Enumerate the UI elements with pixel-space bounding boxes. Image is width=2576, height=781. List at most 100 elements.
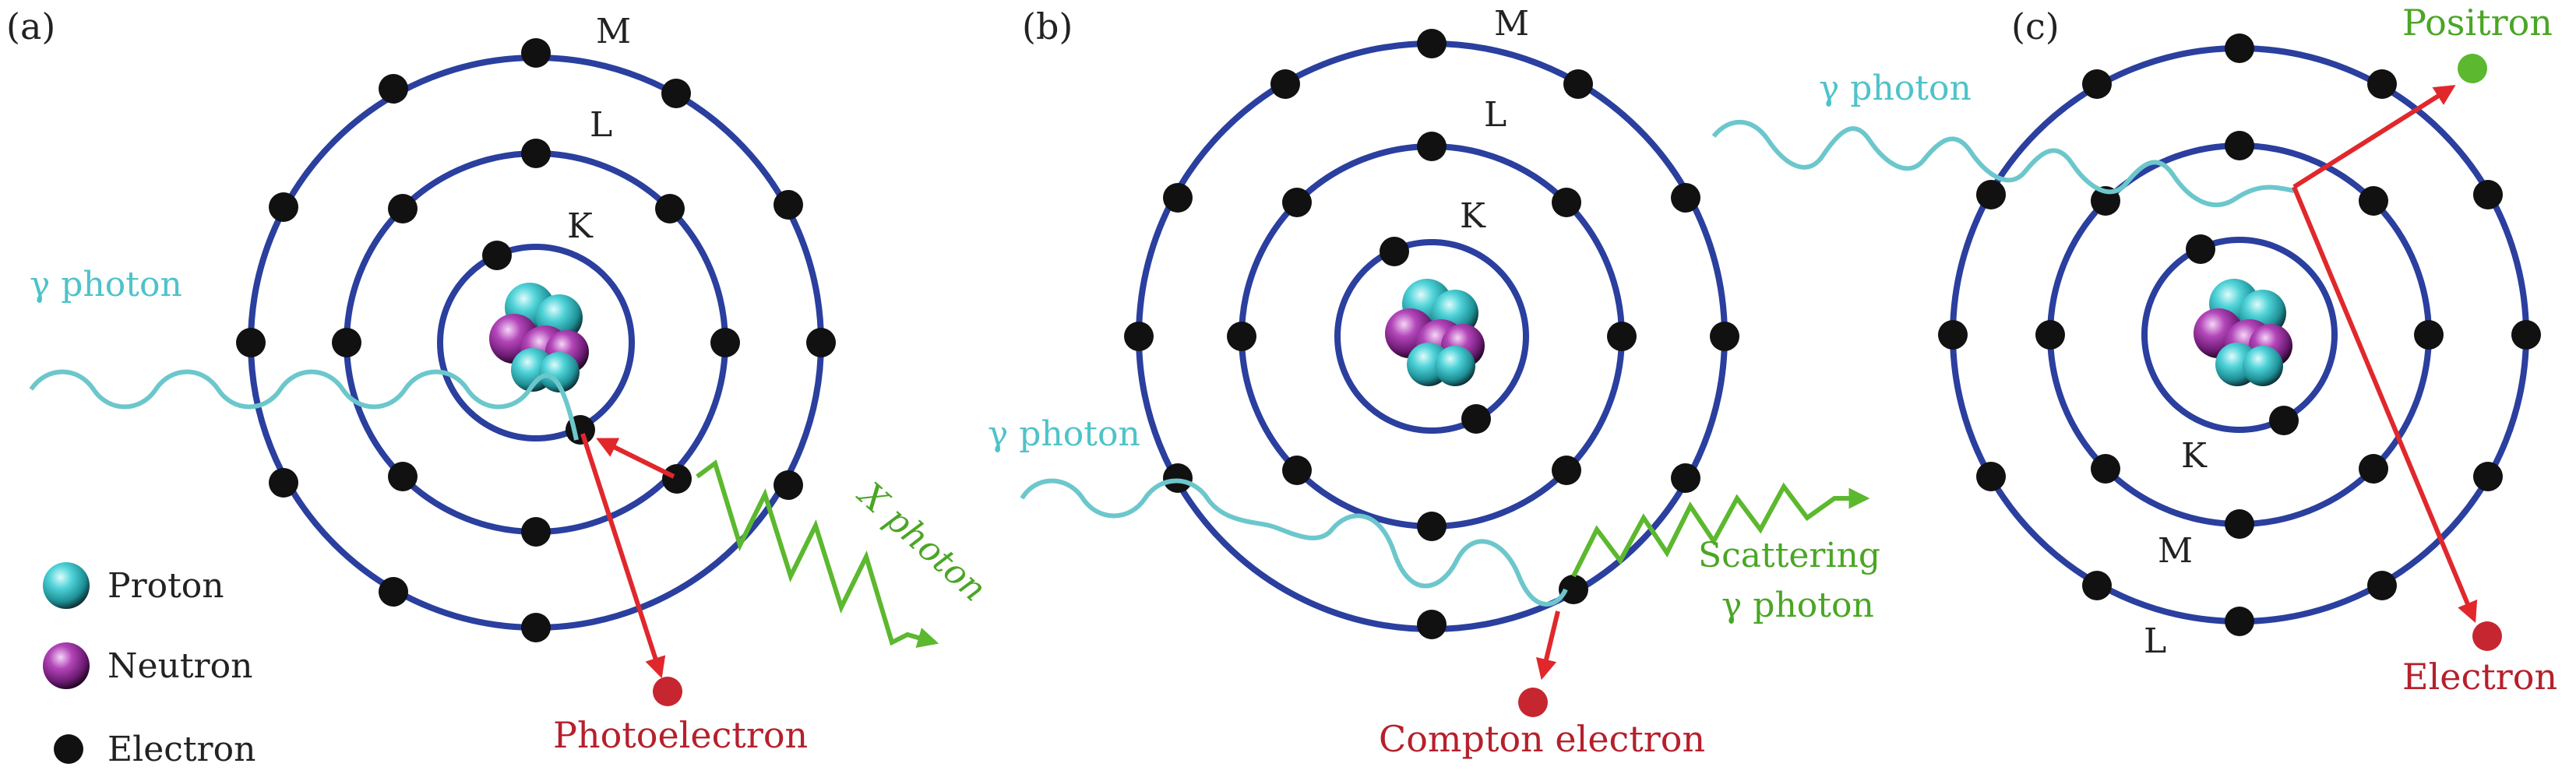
panel-b-scatter-label-2: γ photon (1721, 586, 1874, 625)
electron (1227, 322, 1256, 351)
panel-b-compton-label: Compton electron (1379, 718, 1705, 760)
electron (521, 38, 551, 68)
electron (2186, 234, 2215, 264)
panel-c-positron-arrow (2292, 85, 2456, 189)
panel-c-positron-label: Positron (2402, 2, 2553, 44)
panel-c-electron-particle (2472, 621, 2502, 651)
panel-b-compton-electron (1518, 688, 1548, 717)
electron (2359, 186, 2388, 216)
electron (2225, 33, 2254, 63)
panel-b-gamma-wave (1020, 478, 1568, 607)
panel-b-scatter-wave (1571, 482, 1870, 578)
electron (2035, 320, 2065, 350)
panel-b-scatter-label-1: Scattering (1698, 536, 1880, 575)
panel-b-shell-label-l: L (1484, 95, 1506, 135)
panel-c-electrons (1938, 33, 2541, 636)
panel-c-shell-label-inner: K (2181, 436, 2208, 476)
panel-b-shell-label-m: M (1494, 4, 1529, 44)
electron (806, 328, 836, 357)
panel-a-photoelectron-arrow (580, 433, 666, 679)
electron (269, 192, 298, 222)
electron (521, 613, 551, 642)
panel-a-photoelectron-label: Photoelectron (553, 714, 808, 756)
electron (2082, 69, 2112, 99)
proton-sphere-icon (43, 562, 90, 609)
panel-a: (a) K L M (6, 5, 994, 756)
electron (2082, 571, 2112, 600)
panel-b: (b) K L M (988, 4, 1880, 760)
panel-c-gamma-label: γ photon (1819, 69, 1972, 108)
electron (1282, 188, 1312, 217)
electron (1976, 180, 2006, 209)
panel-a-xray-label: X photon (849, 473, 994, 609)
electron (1163, 463, 1193, 493)
electron (1417, 132, 1447, 161)
panel-b-shell-label-k: K (1460, 196, 1486, 236)
panel-b-orbit-k (1334, 239, 1529, 434)
panel-b-compton-arrow (1535, 610, 1560, 681)
legend-label-electron: Electron (107, 730, 255, 769)
panel-c-orbit-inner (2141, 237, 2338, 433)
panel-a-label: (a) (6, 5, 55, 47)
panel-c-gamma-wave (1711, 119, 2295, 208)
electron (2225, 509, 2254, 539)
legend-label-neutron: Neutron (107, 646, 252, 686)
panel-b-label: (b) (1022, 5, 1073, 47)
electron (388, 462, 418, 491)
electron (379, 577, 408, 607)
panel-a-shell-label-l: L (590, 105, 612, 145)
panel-a-xray-arrow (596, 438, 675, 479)
panel-c-electron-label: Electron (2402, 656, 2557, 698)
panel-a-gamma-label: γ photon (30, 265, 182, 304)
electron (1559, 575, 1588, 604)
panel-a-nucleus (489, 283, 589, 392)
electron (1270, 69, 1300, 99)
panel-b-gamma-label: γ photon (988, 414, 1140, 454)
electron-dot-icon (54, 734, 83, 764)
electron (2367, 69, 2397, 99)
electron (521, 139, 551, 168)
electron (2367, 571, 2397, 600)
electron (2473, 180, 2503, 209)
panel-b-electrons (1124, 29, 1739, 639)
electron (1671, 463, 1700, 493)
electron (2269, 406, 2299, 435)
panel-a-orbit-k (437, 244, 635, 442)
electron (1124, 322, 1154, 351)
panel-a-photoelectron (653, 677, 682, 706)
panel-c-positron (2458, 54, 2487, 83)
electron (269, 468, 298, 498)
panel-c-electron-arrow (2292, 185, 2478, 623)
electron (1163, 183, 1193, 213)
legend-label-proton: Proton (107, 566, 224, 606)
electron (2225, 607, 2254, 636)
electron (1671, 183, 1700, 213)
electron (1282, 456, 1312, 485)
electron (774, 470, 803, 500)
electron (1552, 188, 1581, 217)
electron (774, 190, 803, 220)
panel-a-shell-label-m: M (596, 12, 631, 51)
electron (2414, 320, 2444, 350)
electron (710, 328, 740, 357)
electron (1417, 29, 1447, 58)
electron (2473, 462, 2503, 491)
legend: Proton Neutron Electron (43, 562, 255, 769)
electron (1417, 610, 1447, 639)
electron (2225, 131, 2254, 160)
electron (1938, 320, 1968, 350)
electron (1461, 404, 1491, 434)
electron (1976, 462, 2006, 491)
panel-c-shell-label-outer: L (2144, 621, 2166, 661)
electron (379, 74, 408, 104)
panel-c: (c) K M L (1711, 2, 2557, 698)
electron (661, 79, 691, 108)
panel-a-electrons (236, 38, 836, 642)
electron (655, 194, 685, 223)
electron (662, 464, 692, 494)
electron (1563, 69, 1593, 99)
panel-c-nucleus (2194, 279, 2292, 386)
panel-c-label: (c) (2011, 5, 2060, 47)
electron (1380, 237, 1409, 266)
electron (2359, 454, 2388, 484)
